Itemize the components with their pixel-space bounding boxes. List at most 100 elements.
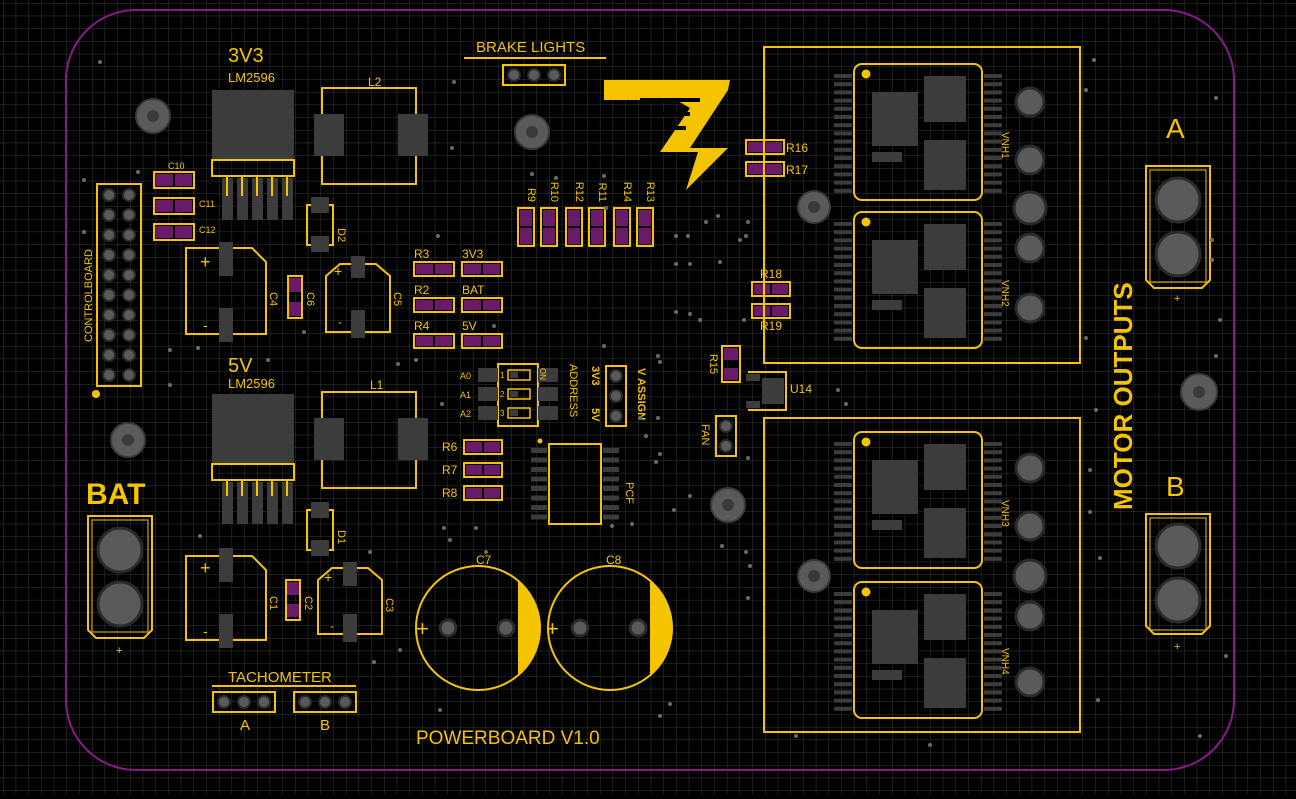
lightning-logo-icon [604,80,730,190]
tach-a: A [240,717,250,734]
pcf-chip: PCF [531,438,635,525]
vnh4-label: VNH4 [999,648,1010,675]
c7-label: C7 [476,553,492,567]
c5-label: C5 [391,292,403,306]
l1-label: L1 [370,378,384,392]
motor-a-label: A [1166,113,1185,144]
c2-label: C2 [302,596,314,610]
header-pin [122,268,136,282]
dip-2-label: 2 [500,390,505,399]
resistors-r6-r8 [463,439,503,501]
vassign-label: V ASSIGN [635,368,647,420]
inductor-l2: L2 [314,75,428,185]
c5-plus: + [334,263,342,279]
c10-label: C10 [168,161,185,171]
r3-label: R3 [414,247,430,261]
resistor-row-top [517,207,654,247]
vassign-3v3-label: 3V3 [589,366,601,386]
c4-minus: - [203,317,208,333]
motor-b-plus: + [1174,641,1180,653]
brake-title: BRAKE LIGHTS [476,39,585,56]
transistor-u14: U14 [746,371,812,411]
motor-title: MOTOR OUTPUTS [1108,282,1138,510]
tach-b: B [320,717,330,734]
header-pin [122,328,136,342]
header-pin [122,228,136,242]
regulator-5v: 5V LM2596 [211,355,295,524]
l2-label: L2 [368,75,382,89]
r16-label: R16 [786,141,808,155]
c8-plus: + [546,616,559,641]
r15-label: R15 [707,354,719,374]
capacitor-c4: + - C4 [185,242,279,342]
vias [82,58,1228,747]
c3-minus: - [330,619,334,633]
header-pin [102,188,116,202]
bat-connector: BAT + [86,478,153,657]
d2-label: D2 [335,228,347,242]
a0-label: A0 [460,371,471,381]
u14-label: U14 [790,382,812,396]
tach-title: TACHOMETER [228,669,332,686]
fan-connector: FAN [699,415,737,457]
board-name: POWERBOARD V1.0 [416,728,600,749]
motor-b-label: B [1166,471,1185,502]
r2-label: R2 [414,283,430,297]
c11-label: C11 [199,199,215,209]
r1619-labels: R16 R17 R18 R19 [760,141,808,333]
controlboard-label: CONTROLBOARD [83,249,95,342]
r10-label: R10 [548,182,560,202]
header-pin [102,268,116,282]
capacitor-c6: C6 [287,275,316,319]
controlboard-header: CONTROLBOARD [83,183,142,398]
bat-plus: + [116,645,122,657]
dip-on-label: ON [538,368,547,380]
motor-driver-block-bottom [763,417,1081,733]
power-indicator-resistors [413,261,503,349]
inductor-l1: L1 [314,378,428,489]
c1-minus: - [203,623,208,639]
bat-title: BAT [86,478,145,511]
capacitor-c2: C2 [285,579,314,621]
regulator-3v3: 3V3 LM2596 [211,45,295,220]
power-indicator-labels: R3 R2 R4 3V3 BAT 5V [414,247,485,333]
header-pin [102,308,116,322]
r18-label: R18 [760,267,782,281]
vnh-driver-chip [834,63,1002,201]
c3-label: C3 [383,598,395,612]
header-pin [122,288,136,302]
c3-plus: + [324,569,332,585]
r678-labels: R6 R7 R8 [442,440,458,500]
r19-label: R19 [760,319,782,333]
header-pin [102,228,116,242]
caps-c10-c12: C10 C11 C12 [153,161,216,241]
vnh3-label: VNH3 [999,500,1010,527]
resistor-row-labels: R9 R10 R12 R11 R14 R13 [525,182,656,202]
vnh1-label: VNH1 [999,132,1010,159]
motor-driver-block-top [763,46,1081,364]
v-assign-jumper: 3V3 5V V ASSIGN [589,365,647,427]
header-pin [102,328,116,342]
header-pin [122,368,136,382]
vnh2-label: VNH2 [999,280,1010,307]
motor-outputs: MOTOR OUTPUTS A + B + [1108,113,1211,653]
led-3v3-label: 3V3 [462,247,484,261]
led-bat-label: BAT [462,283,485,297]
r4-label: R4 [414,319,430,333]
motor-a-plus: + [1174,293,1180,305]
dip-1-label: 1 [500,371,505,380]
r9-label: R9 [525,188,537,202]
capacitor-c3: + - C3 [317,562,395,642]
header-pin [102,368,116,382]
c8-label: C8 [606,553,622,567]
d1-label: D1 [335,530,347,544]
r13-label: R13 [644,182,656,202]
tachometer: TACHOMETER A B [212,669,357,734]
a2-label: A2 [460,409,471,419]
board-outline [65,9,1235,771]
c4-plus: + [200,252,211,272]
reg3v3-chip: LM2596 [228,70,275,85]
capacitor-c1: + - C1 [185,548,279,648]
header-pin [102,208,116,222]
